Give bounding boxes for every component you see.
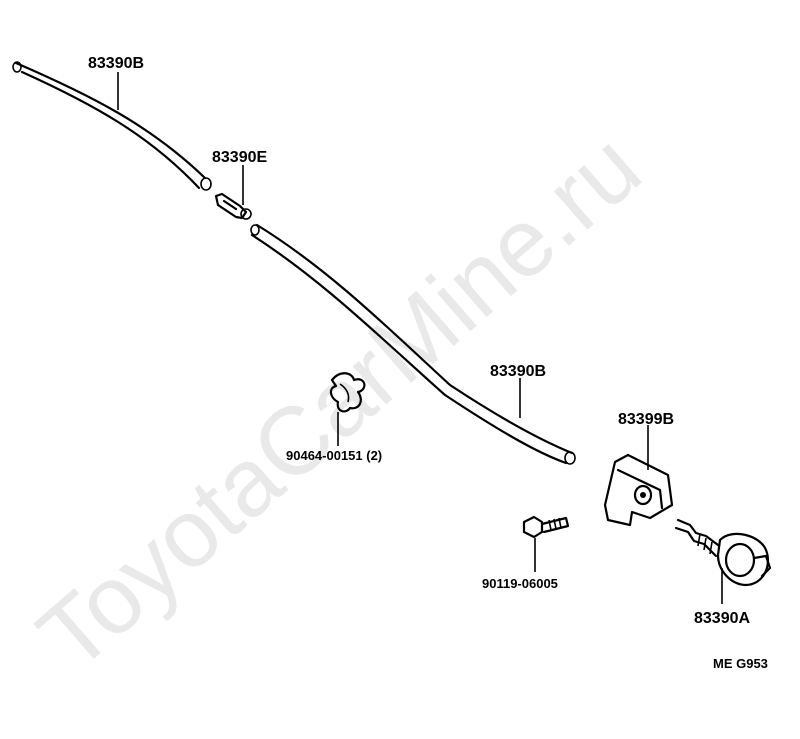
clamp[interactable] [329, 372, 366, 413]
label-bolt: 90119-06005 [482, 576, 558, 591]
bolt[interactable] [522, 515, 570, 539]
label-clamp: 90464-00151 (2) [286, 448, 382, 463]
hose-upper[interactable] [12, 61, 212, 191]
joint[interactable] [214, 192, 252, 220]
label-hose-lower: 83390B [490, 363, 546, 380]
label-sender: 83390A [694, 610, 750, 627]
bracket[interactable] [603, 453, 674, 527]
watermark: ToyotaCarMine.ru [19, 113, 661, 691]
figure-code: ME G953 [713, 656, 768, 671]
label-hose-upper: 83390B [88, 55, 144, 72]
hose-lower[interactable] [250, 223, 576, 465]
sender[interactable] [674, 518, 772, 587]
label-joint: 83390E [212, 149, 267, 166]
label-bracket: 83399B [618, 411, 674, 428]
